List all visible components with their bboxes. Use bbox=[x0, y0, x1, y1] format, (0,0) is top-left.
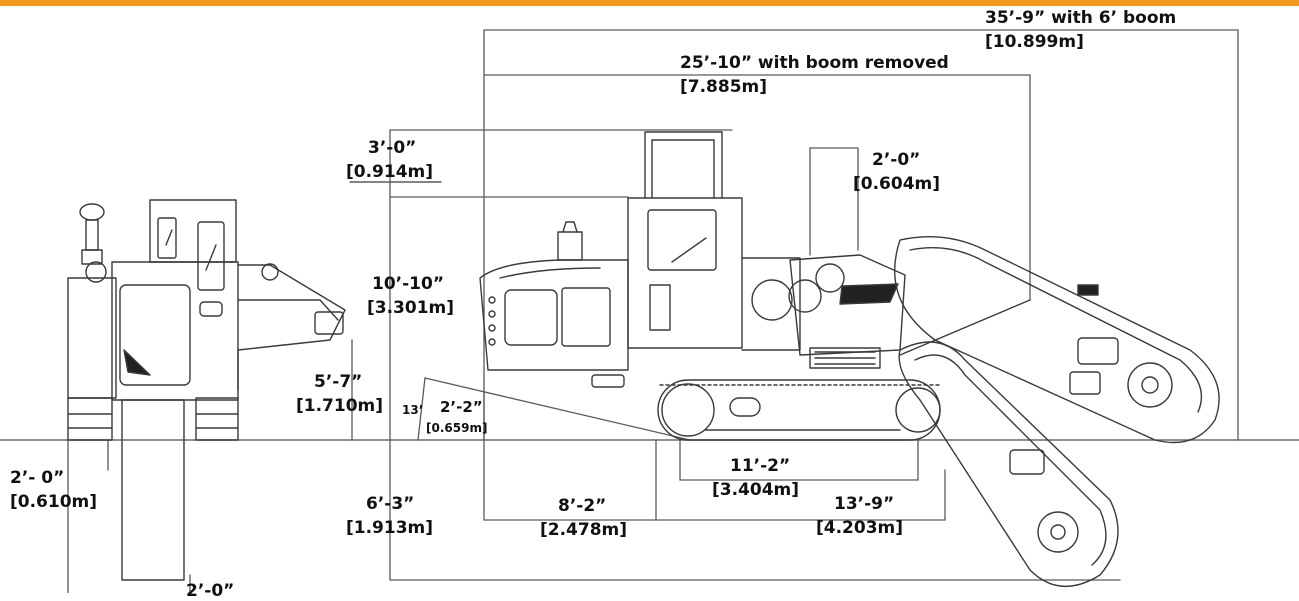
dim-front-reach-metric: [4.203m] bbox=[816, 518, 904, 538]
dim-boom-removed-metric: [7.885m] bbox=[680, 77, 768, 97]
dim-attachment-height-metric: [0.604m] bbox=[853, 174, 941, 194]
dimension-lines bbox=[67, 29, 1239, 593]
dim-conveyor-height-imperial: 5’-7” bbox=[314, 372, 363, 392]
boom-raised bbox=[893, 236, 1220, 444]
dim-track-width-imperial: 2’- 0” bbox=[10, 468, 65, 488]
dim-rops-height-imperial: 3’-0” bbox=[368, 138, 417, 158]
front-view-machine bbox=[67, 199, 346, 581]
dim-boom-removed-imperial: 25’-10” with boom removed bbox=[680, 53, 949, 73]
boom-lowered bbox=[898, 299, 1119, 587]
dim-rear-to-track-metric: [2.478m] bbox=[540, 520, 628, 540]
dim-bottom-partial: 2’-0” bbox=[186, 581, 235, 601]
accent-bar bbox=[0, 0, 1299, 6]
dim-machine-height-metric: [3.301m] bbox=[367, 298, 455, 318]
dim-attachment-height-imperial: 2’-0” bbox=[872, 150, 921, 170]
dim-overall-with-boom-metric: [10.899m] bbox=[985, 32, 1084, 52]
dim-rear-clearance-imperial: 2’-2” bbox=[440, 398, 483, 416]
dim-conveyor-height-metric: [1.710m] bbox=[296, 396, 384, 416]
side-view-machine bbox=[479, 131, 941, 441]
dim-rops-height-metric: [0.914m] bbox=[346, 162, 434, 182]
dim-track-length-imperial: 11’-2” bbox=[730, 456, 791, 476]
dim-approach-angle: 13’ bbox=[402, 403, 424, 417]
dim-rear-clearance-metric: [0.659m] bbox=[426, 421, 488, 435]
dim-track-width-metric: [0.610m] bbox=[10, 492, 98, 512]
dim-track-length-metric: [3.404m] bbox=[712, 480, 800, 500]
dim-machine-height-imperial: 10’-10” bbox=[372, 274, 445, 294]
dim-dig-depth-imperial: 6’-3” bbox=[366, 494, 415, 514]
dim-front-reach-imperial: 13’-9” bbox=[834, 494, 895, 514]
dim-rear-to-track-imperial: 8’-2” bbox=[558, 496, 607, 516]
dim-overall-with-boom-imperial: 35’-9” with 6’ boom bbox=[985, 8, 1177, 28]
dim-dig-depth-metric: [1.913m] bbox=[346, 518, 434, 538]
